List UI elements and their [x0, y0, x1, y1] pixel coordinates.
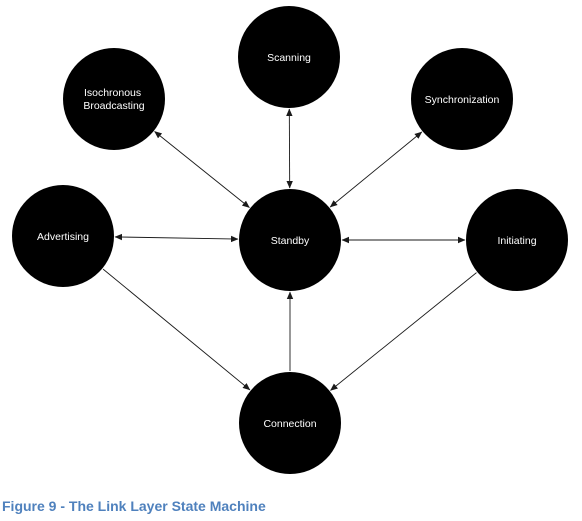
- edge-standby-advertising: [114, 233, 239, 243]
- state-label-line: Isochronous: [84, 87, 141, 99]
- state-label: Isochronous Broadcasting: [83, 87, 144, 112]
- state-scanning: Scanning: [238, 6, 340, 108]
- figure-caption: Figure 9 - The Link Layer State Machine: [2, 498, 266, 514]
- state-label: Standby: [271, 235, 310, 247]
- state-node: [238, 6, 340, 108]
- state-connection: Connection: [239, 372, 341, 474]
- state-label-line: Broadcasting: [83, 100, 144, 112]
- edge-standby-synchronization: [329, 131, 423, 208]
- state-node: [239, 372, 341, 474]
- state-label: Initiating: [497, 235, 536, 247]
- state-label: Advertising: [37, 231, 89, 243]
- state-isochronous-broadcasting: Isochronous Broadcasting: [63, 48, 165, 150]
- state-standby: Standby: [239, 189, 341, 291]
- state-node: [63, 48, 165, 150]
- state-node: [466, 189, 568, 291]
- state-node: [411, 48, 513, 150]
- state-node: [239, 189, 341, 291]
- edge-initiating-connection: [330, 272, 477, 391]
- edge-standby-isochronous-broadcasting: [154, 131, 250, 208]
- state-label: Connection: [263, 418, 316, 430]
- transitions: [102, 108, 477, 391]
- state-machine-diagram: Scanning Isochronous Broadcasting Synchr…: [12, 6, 568, 474]
- state-advertising: Advertising: [12, 185, 114, 287]
- state-label: Synchronization: [425, 94, 500, 106]
- state-node: [12, 185, 114, 287]
- edge-advertising-connection: [102, 268, 251, 391]
- state-synchronization: Synchronization: [411, 48, 513, 150]
- state-label: Scanning: [267, 52, 311, 64]
- state-initiating: Initiating: [466, 189, 568, 291]
